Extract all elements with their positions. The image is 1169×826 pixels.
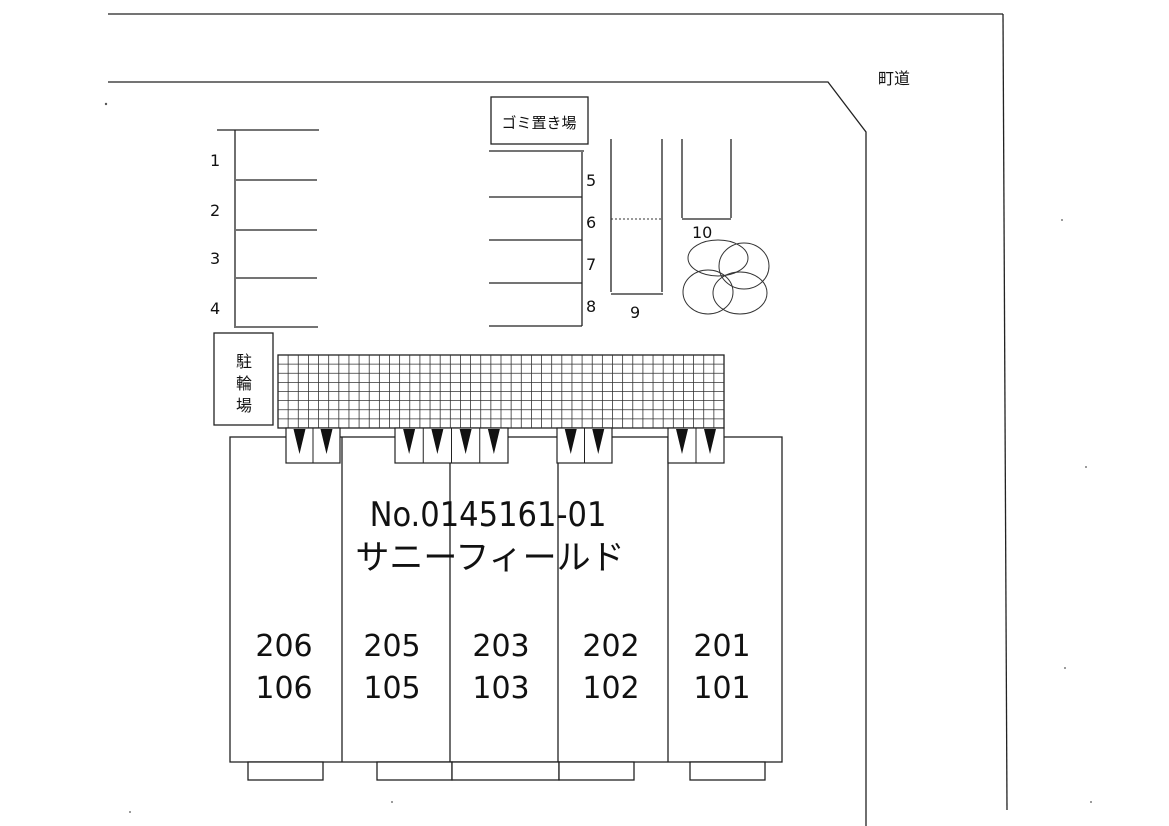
unit-labels: 206 106 205 105 203 103 202 102 201 101	[255, 629, 750, 706]
parking-area-center: 5 6 7 8	[489, 150, 596, 327]
balconies	[247, 761, 766, 781]
parking-space-label: 2	[210, 201, 220, 220]
building	[229, 436, 783, 763]
unit-number: 201	[693, 629, 750, 664]
unit-number: 102	[582, 671, 639, 706]
parking-area-left: 1 2 3 4	[210, 129, 319, 328]
unit-number: 105	[363, 671, 420, 706]
entrance-arrow-icon	[704, 429, 716, 454]
building-name: サニーフィールド	[355, 538, 624, 578]
entrance-arrow-icon	[320, 429, 333, 454]
entrance-arrow-icon	[564, 429, 577, 454]
entrance-arrow-icon	[403, 429, 416, 454]
parking-space-label: 3	[210, 249, 220, 268]
unit-number: 203	[472, 629, 529, 664]
unit-number: 206	[255, 629, 312, 664]
property-boundary	[108, 13, 1008, 826]
entrance-arrow-icon	[459, 429, 472, 454]
unit-number: 202	[582, 629, 639, 664]
parking-space-label: 8	[586, 297, 596, 316]
road-label: 町道	[878, 69, 910, 88]
unit-number: 101	[693, 671, 750, 706]
bicycle-parking: 駐 輪 場	[213, 332, 274, 426]
building-number: No.0145161-01	[370, 495, 607, 535]
entrance-arrow-icon	[431, 429, 444, 454]
parking-space-label: 10	[692, 223, 712, 242]
unit-number: 205	[363, 629, 420, 664]
parking-area-right: 9 10	[610, 139, 732, 322]
garbage-area-label: ゴミ置き場	[501, 114, 576, 132]
entrance-arrow-icon	[487, 429, 500, 454]
garbage-area: ゴミ置き場	[490, 96, 589, 145]
entrance-arrow-icon	[592, 429, 605, 454]
unit-number: 103	[472, 671, 529, 706]
entrance-arrow-icon	[293, 429, 306, 454]
parking-space-label: 7	[586, 255, 596, 274]
unit-number: 106	[255, 671, 312, 706]
parking-space-label: 5	[586, 171, 596, 190]
bicycle-parking-char: 場	[236, 396, 252, 415]
tree-icon	[682, 239, 770, 315]
parking-space-label: 9	[630, 303, 640, 322]
parking-space-label: 1	[210, 151, 220, 170]
grid-walkway	[277, 354, 725, 429]
entrance-arrow-icon	[676, 429, 688, 454]
scan-specks	[104, 102, 1092, 813]
entrances	[285, 427, 725, 464]
parking-space-label: 4	[210, 299, 220, 318]
bicycle-parking-char: 駐	[236, 352, 252, 371]
parking-space-label: 6	[586, 213, 596, 232]
bicycle-parking-char: 輪	[236, 374, 252, 393]
